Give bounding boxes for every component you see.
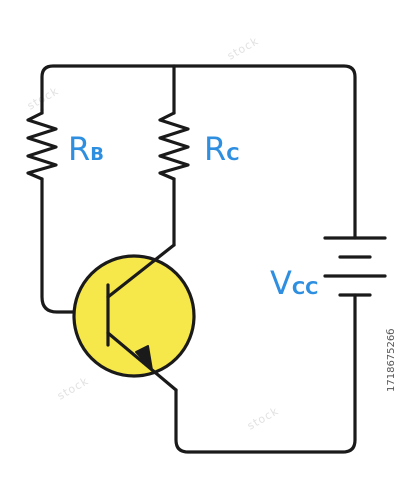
svg-text:stock: stock (225, 34, 261, 62)
label-rc: RC (204, 130, 239, 168)
base-resistor (26, 111, 58, 181)
svg-text:stock: stock (55, 374, 91, 402)
label-vcc: VCC (270, 264, 318, 302)
svg-text:stock: stock (245, 404, 281, 432)
transistor-collector-lead (106, 243, 176, 299)
stock-id: 171867526б (386, 328, 397, 392)
return-wire (174, 293, 357, 454)
transistor (72, 243, 196, 392)
transistor-emitter-lead (106, 331, 178, 392)
base-wire (40, 177, 110, 314)
label-rb: RB (68, 130, 104, 168)
transistor-body (72, 254, 196, 378)
emitter-arrow (135, 345, 153, 371)
collector-resistor (158, 111, 190, 181)
battery-symbol (323, 236, 387, 297)
top-wire (40, 64, 357, 240)
